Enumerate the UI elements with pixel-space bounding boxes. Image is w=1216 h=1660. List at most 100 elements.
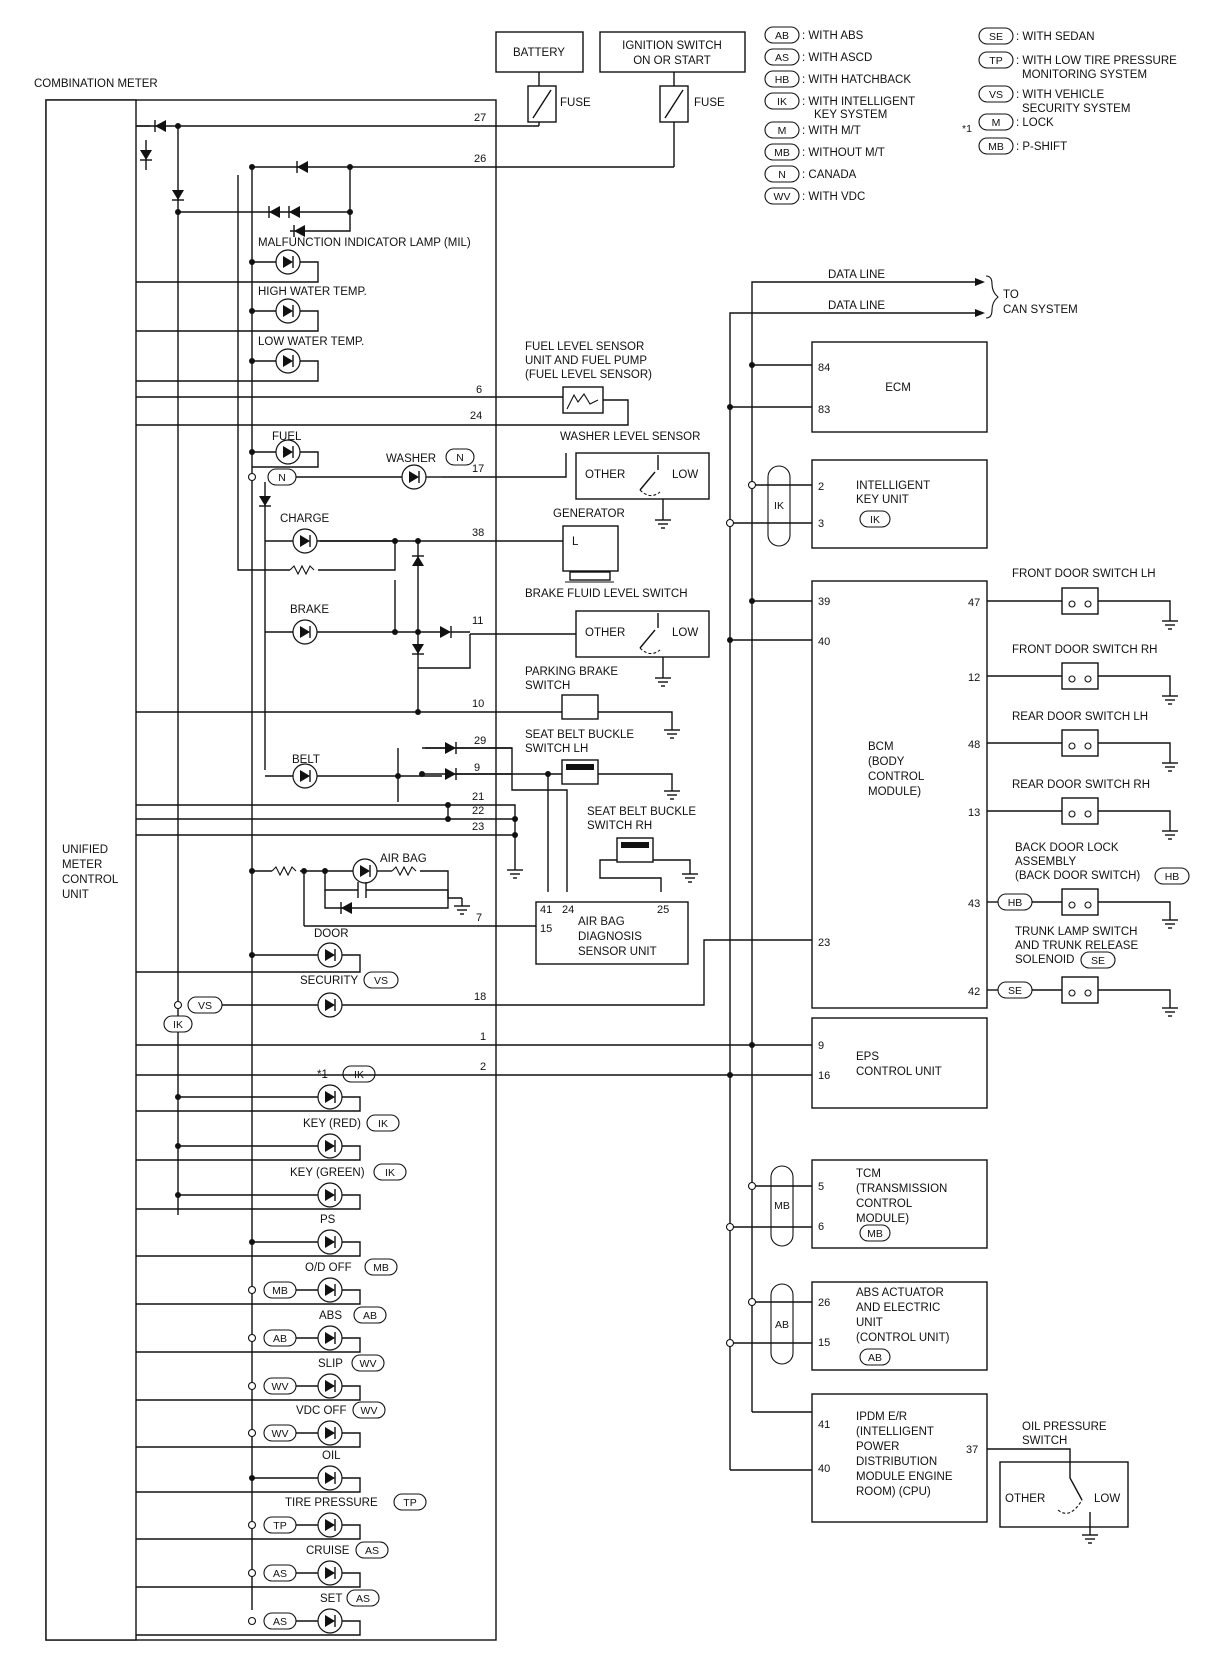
lamp-label-oil: OIL <box>322 1450 341 1462</box>
lamp-label-mil: MALFUNCTION INDICATOR LAMP (MIL) <box>258 237 471 249</box>
legend-right-text2-1: MONITORING SYSTEM <box>1022 69 1147 81</box>
legend-left-text-1: : WITH ASCD <box>802 52 872 64</box>
lamp-label-key-green: KEY (GREEN) <box>290 1167 365 1179</box>
legend-right-0-pill <box>978 27 1014 45</box>
legend-right-2-pill <box>978 85 1014 103</box>
eps-line-1: EPS <box>856 1051 879 1063</box>
parking-brake-line-2: SWITCH <box>525 680 570 692</box>
ik-junction-pill <box>163 1015 193 1033</box>
tcm-code-pill <box>859 1224 891 1242</box>
unified-line-1: UNIFIED <box>62 844 108 856</box>
rear-door-switch-rh <box>1061 797 1099 825</box>
lamp-code-p-shift-pill <box>342 1065 376 1083</box>
ipdm-line-4: DISTRIBUTION <box>856 1456 937 1468</box>
rear-door-switch-lh <box>1061 729 1099 757</box>
generator-label: GENERATOR <box>553 508 625 520</box>
eps-line-2: CONTROL UNIT <box>856 1066 942 1078</box>
brake-low: LOW <box>672 627 698 639</box>
fuse-label-1: FUSE <box>560 97 591 109</box>
pin-27: 27 <box>474 112 486 124</box>
tcm-line-2: (TRANSMISSION <box>856 1183 947 1195</box>
front-door-switch-lh-label: FRONT DOOR SWITCH LH <box>1012 568 1156 580</box>
lamp-pin-tire-pressure-code: TP <box>273 1520 286 1532</box>
pin-17: 17 <box>472 463 484 475</box>
pin-11: 11 <box>472 615 483 627</box>
seat-lh-line-1: SEAT BELT BUCKLE <box>525 729 634 741</box>
ecm-pin-84: 84 <box>818 362 830 374</box>
tcm-line-1: TCM <box>856 1168 881 1180</box>
security-vs-left-code: VS <box>198 1000 212 1012</box>
oil-switch-line-2: SWITCH <box>1022 1435 1067 1447</box>
ipdm-line-1: IPDM E/R <box>856 1411 907 1423</box>
legend-right-text2-2: SECURITY SYSTEM <box>1022 103 1130 115</box>
ecm-box <box>811 341 988 433</box>
legend-right-text-0: : WITH SEDAN <box>1016 31 1095 43</box>
trunk-line-3: SOLENOID <box>1015 954 1074 966</box>
lamp-code-od-off-pill <box>364 1258 398 1276</box>
abs-unit-code-code: AB <box>868 1352 882 1364</box>
air-bag-pin-15: 15 <box>540 923 552 935</box>
abs-unit-line-2: AND ELECTRIC <box>856 1302 940 1314</box>
pin-10: 10 <box>472 698 484 710</box>
unified-meter-box <box>45 99 137 1641</box>
pin-9: 9 <box>474 762 480 774</box>
washer-n-left-code: N <box>278 472 286 484</box>
air-bag-diagnosis-unit <box>535 901 689 965</box>
ecm-pin-83: 83 <box>818 404 830 416</box>
front-door-switch-rh <box>1061 662 1099 690</box>
lamp-code-od-off-code: MB <box>373 1262 389 1274</box>
eps-box <box>811 1017 988 1109</box>
legend-left-5-code: MB <box>774 147 790 159</box>
back-door-pin-code-code: HB <box>1008 897 1023 909</box>
legend-right-text-3: : LOCK <box>1016 117 1054 129</box>
lamp-code-cruise-code: AS <box>365 1545 379 1557</box>
oil-low: LOW <box>1094 1493 1120 1505</box>
front-door-switch-lh <box>1061 587 1099 615</box>
pin-18: 18 <box>474 991 486 1003</box>
bcm-pin-39: 39 <box>818 596 830 608</box>
lamp-pin-slip-code: WV <box>272 1381 289 1393</box>
legend-left-text-0: : WITH ABS <box>802 30 864 42</box>
legend-right-mark-3: *1 <box>962 123 972 135</box>
security-vs-label-pill <box>363 971 399 989</box>
lamp-label-abs: ABS <box>319 1310 342 1322</box>
rear-door-switch-lh-label: REAR DOOR SWITCH LH <box>1012 711 1148 723</box>
fuel-sensor-line-2: UNIT AND FUEL PUMP <box>525 355 647 367</box>
bcm-box <box>811 580 988 1009</box>
ipdm-pin-40: 40 <box>818 1463 830 1475</box>
legend-left-4-pill <box>764 121 800 139</box>
tcm-box <box>811 1159 988 1249</box>
pin-23: 23 <box>472 821 484 833</box>
bcm-pin-43: 43 <box>968 898 980 910</box>
pin-26: 26 <box>474 153 486 165</box>
abs-unit-line-1: ABS ACTUATOR <box>856 1287 944 1299</box>
back-door-line-3: (BACK DOOR SWITCH) <box>1015 870 1140 882</box>
pin-1: 1 <box>480 1031 486 1043</box>
trunk-code-code: SE <box>1091 955 1105 967</box>
data-line-2: DATA LINE <box>828 300 885 312</box>
washer-low: LOW <box>672 469 698 481</box>
lamp-code-cruise-pill <box>355 1541 389 1559</box>
legend-left-text-3: : WITH INTELLIGENT <box>802 96 915 108</box>
washer-level-sensor <box>575 452 710 500</box>
legend-left-text2-3: KEY SYSTEM <box>814 109 887 121</box>
seat-belt-rh-switch <box>616 837 654 863</box>
lamp-label-set: SET <box>320 1593 342 1605</box>
tcm-pin-5: 5 <box>818 1181 824 1193</box>
ik-unit-pin-3: 3 <box>818 518 824 530</box>
lamp-code-slip-pill <box>351 1354 385 1372</box>
security-vs-label-code: VS <box>374 975 388 987</box>
lamp-code-set-pill <box>346 1589 380 1607</box>
pin-38: 38 <box>472 527 484 539</box>
legend-left-6-code: N <box>778 169 786 181</box>
oil-pressure-switch <box>999 1461 1129 1528</box>
back-door-switch <box>1061 888 1099 916</box>
lamp-pin-od-off-code: MB <box>272 1285 288 1297</box>
lamp-label-slip: SLIP <box>318 1358 343 1370</box>
lamp-code-key-red-code: IK <box>378 1118 388 1130</box>
lamp-code-tire-pressure-code: TP <box>403 1497 416 1509</box>
legend-right-2-code: VS <box>989 89 1003 101</box>
air-bag-unit-line-3: SENSOR UNIT <box>578 946 657 958</box>
air-bag-unit-line-2: DIAGNOSIS <box>578 931 642 943</box>
